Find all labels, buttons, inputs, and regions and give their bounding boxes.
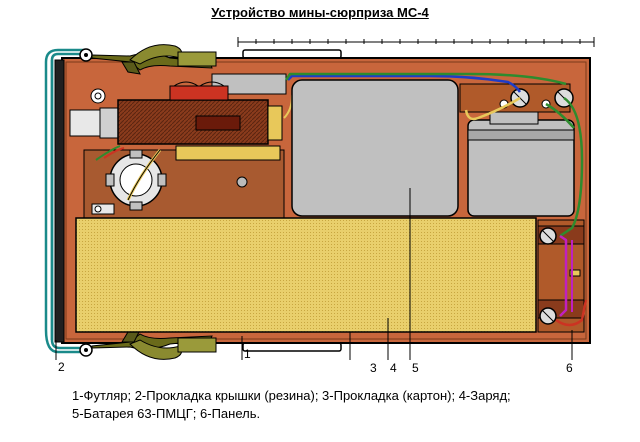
yellow-strip bbox=[175, 145, 281, 161]
bottom-latch bbox=[79, 329, 217, 360]
charge bbox=[75, 217, 537, 333]
top-plate bbox=[211, 73, 287, 95]
diagram-title: Устройство мины-сюрприза МС-4 bbox=[211, 5, 429, 20]
callout-3: 3 bbox=[370, 361, 377, 375]
top-latch bbox=[79, 44, 217, 75]
case-inner-edge bbox=[65, 61, 587, 340]
screw bbox=[236, 176, 248, 188]
terminal-tab bbox=[91, 203, 115, 215]
spring bbox=[90, 88, 106, 104]
scale-ruler bbox=[237, 37, 595, 47]
legend-line-1: 1-Футляр; 2-Прокладка крышки (резина); 3… bbox=[72, 388, 511, 403]
callout-6: 6 bbox=[566, 361, 573, 375]
lid-gasket bbox=[54, 59, 65, 343]
callout-1: 1 bbox=[244, 347, 251, 361]
callout-5: 5 bbox=[412, 361, 419, 375]
legend-line-2: 5-Батарея 63-ПМЦГ; 6-Панель. bbox=[72, 406, 261, 421]
rotary-switch bbox=[105, 149, 167, 211]
bottom-handle bbox=[242, 342, 342, 352]
callout-2: 2 bbox=[58, 360, 65, 374]
callout-4: 4 bbox=[390, 361, 397, 375]
callout-leaders bbox=[55, 188, 573, 360]
battery bbox=[291, 79, 459, 217]
top-handle bbox=[242, 49, 342, 59]
wiring bbox=[284, 72, 588, 327]
fuse-assembly bbox=[69, 81, 283, 145]
